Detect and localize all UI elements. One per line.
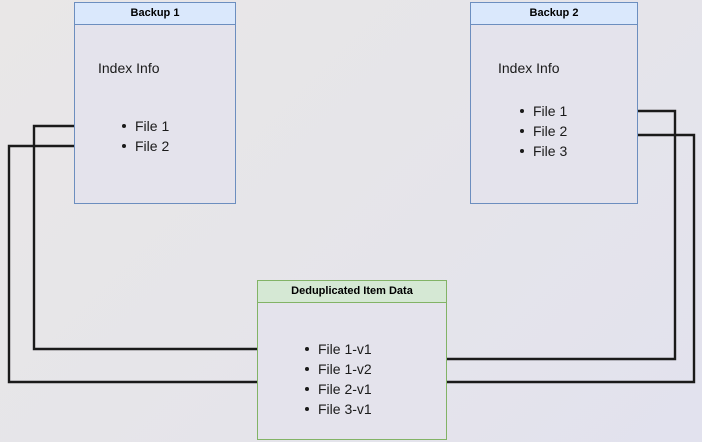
node-backup-2-subtitle: Index Info <box>498 60 560 76</box>
list-item: File 1-v2 <box>303 359 372 379</box>
list-item: File 2-v1 <box>303 379 372 399</box>
node-backup-1-header: Backup 1 <box>75 3 235 25</box>
list-item: File 1 <box>120 116 169 136</box>
node-backup-2-file-list: File 1 File 2 File 3 <box>518 101 567 161</box>
node-deduplicated-item-data[interactable]: Deduplicated Item Data <box>257 280 447 440</box>
node-backup-1-file-list: File 1 File 2 <box>120 116 169 156</box>
node-backup-2-header: Backup 2 <box>471 3 637 25</box>
list-item: File 1 <box>518 101 567 121</box>
node-deduplicated-file-list: File 1-v1 File 1-v2 File 2-v1 File 3-v1 <box>303 339 372 419</box>
node-backup-1[interactable]: Backup 1 <box>74 2 236 204</box>
list-item: File 3-v1 <box>303 399 372 419</box>
list-item: File 3 <box>518 141 567 161</box>
list-item: File 1-v1 <box>303 339 372 359</box>
list-item: File 2 <box>120 136 169 156</box>
node-backup-2[interactable]: Backup 2 <box>470 2 638 204</box>
node-backup-1-subtitle: Index Info <box>98 60 160 76</box>
node-deduplicated-item-data-header: Deduplicated Item Data <box>258 281 446 303</box>
list-item: File 2 <box>518 121 567 141</box>
